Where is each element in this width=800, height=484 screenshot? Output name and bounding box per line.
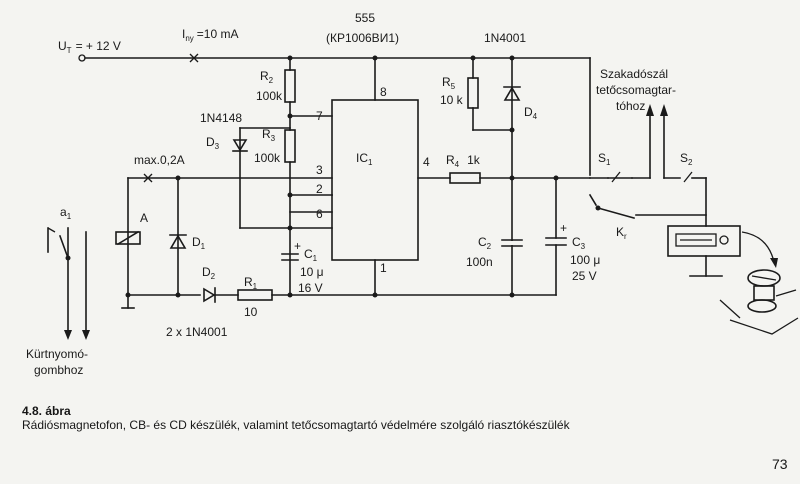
svg-text:S1: S1 bbox=[598, 151, 611, 167]
radio-device bbox=[667, 225, 741, 257]
r4-resistor bbox=[449, 172, 481, 184]
svg-text:IC1: IC1 bbox=[356, 151, 373, 167]
r4-label: R bbox=[446, 153, 455, 167]
pin1-label: 1 bbox=[380, 261, 387, 275]
r1-value: 10 bbox=[244, 305, 258, 319]
ic1-body bbox=[331, 99, 419, 261]
svg-text:R2: R2 bbox=[260, 69, 274, 85]
r2-resistor bbox=[284, 69, 296, 103]
d3-type-label: 1N4148 bbox=[200, 111, 242, 125]
svg-text:C2: C2 bbox=[478, 235, 492, 251]
idle-current-label: I bbox=[182, 27, 185, 41]
c1-plus: + bbox=[294, 239, 301, 253]
pin8-label: 8 bbox=[380, 85, 387, 99]
c2-value: 100n bbox=[466, 255, 493, 269]
svg-text:Iny=10 mA: Iny=10 mA bbox=[182, 27, 239, 43]
d2-label: D bbox=[202, 265, 211, 279]
pin3-label: 3 bbox=[316, 163, 323, 177]
r3-value: 100k bbox=[254, 151, 281, 165]
ic1-label: IC bbox=[356, 151, 368, 165]
wire-label-2: tetőcsomagtar- bbox=[596, 83, 676, 97]
supply-label: U bbox=[58, 39, 67, 53]
s1-label: S bbox=[598, 151, 606, 165]
r5-value: 10 k bbox=[440, 93, 464, 107]
svg-text:C3: C3 bbox=[572, 235, 586, 251]
r3-label: R bbox=[262, 127, 271, 141]
svg-text:a1: a1 bbox=[60, 205, 72, 221]
d4-label: D bbox=[524, 105, 533, 119]
r5-label: R bbox=[442, 75, 451, 89]
r1-resistor bbox=[237, 289, 273, 301]
c2-label: C bbox=[478, 235, 487, 249]
d3-label: D bbox=[206, 135, 215, 149]
horn-label-2: gombhoz bbox=[34, 363, 83, 377]
svg-text:C1: C1 bbox=[304, 247, 318, 263]
max-current-label: max.0,2A bbox=[134, 153, 185, 167]
d1-diode bbox=[169, 234, 187, 249]
svg-text:UT= + 12 V: UT= + 12 V bbox=[58, 39, 121, 55]
svg-text:D2: D2 bbox=[202, 265, 216, 281]
relay-a-label: A bbox=[140, 211, 148, 225]
pin2-label: 2 bbox=[316, 182, 323, 196]
supply-terminal bbox=[78, 54, 86, 62]
kr-label: K bbox=[616, 225, 624, 239]
d4-type-label: 1N4001 bbox=[484, 31, 526, 45]
wire-label-3: tóhoz bbox=[616, 99, 645, 113]
d2-diode bbox=[203, 287, 216, 303]
c1-value1: 10 μ bbox=[300, 265, 324, 279]
d3-diode bbox=[232, 139, 248, 152]
horn-label-1: Kürtnyomó- bbox=[26, 347, 88, 361]
svg-text:R1: R1 bbox=[244, 275, 258, 291]
r3-resistor bbox=[284, 129, 296, 163]
svg-text:R3: R3 bbox=[262, 127, 276, 143]
ic-ru-label: (КР1006ВИ1) bbox=[326, 31, 399, 45]
s2-label: S bbox=[680, 151, 688, 165]
c3-value2: 25 V bbox=[572, 269, 597, 283]
wire-label-1: Szakadószál bbox=[600, 67, 668, 81]
svg-text:Kr: Kr bbox=[616, 225, 627, 241]
pin7-label: 7 bbox=[316, 109, 323, 123]
svg-text:D3: D3 bbox=[206, 135, 220, 151]
c3-label: C bbox=[572, 235, 581, 249]
d1-label: D bbox=[192, 235, 201, 249]
svg-text:D1: D1 bbox=[192, 235, 206, 251]
c1-label: C bbox=[304, 247, 313, 261]
c1-value2: 16 V bbox=[298, 281, 323, 295]
page-number: 73 bbox=[772, 456, 788, 472]
c3-plus: + bbox=[560, 221, 567, 235]
svg-text:S2: S2 bbox=[680, 151, 693, 167]
a1-label: a bbox=[60, 205, 67, 219]
r1-label: R bbox=[244, 275, 253, 289]
d2-type-label: 2 x 1N4001 bbox=[166, 325, 228, 339]
relay-a-coil bbox=[115, 231, 141, 245]
c3-value1: 100 μ bbox=[570, 253, 600, 267]
pin4-label: 4 bbox=[423, 155, 430, 169]
circuit-diagram: UT= + 12 V Iny=10 mA 555 (КР1006ВИ1) 1N4… bbox=[26, 11, 799, 377]
svg-text:D4: D4 bbox=[524, 105, 538, 121]
figure-caption: Rádiósmagnetofon, CB- és CD készülék, va… bbox=[22, 418, 570, 432]
svg-text:R5: R5 bbox=[442, 75, 456, 91]
d4-diode bbox=[503, 86, 521, 101]
r2-value: 100k bbox=[256, 89, 283, 103]
pin6-label: 6 bbox=[316, 207, 323, 221]
ic-type-label: 555 bbox=[355, 11, 375, 25]
figure-number: 4.8. ábra bbox=[22, 404, 71, 418]
r5-resistor bbox=[467, 77, 479, 109]
r2-label: R bbox=[260, 69, 269, 83]
